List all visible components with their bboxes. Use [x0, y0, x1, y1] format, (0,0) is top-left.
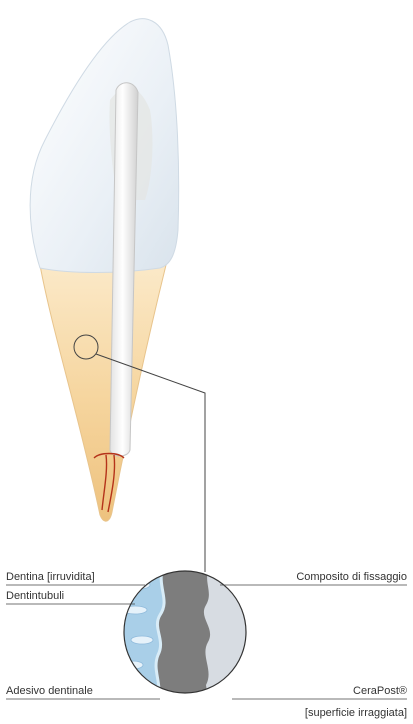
zoom-detail: [120, 568, 255, 700]
label-dentintubuli: Dentintubuli: [6, 590, 64, 603]
label-dentina: Dentina [irruvidita]: [6, 571, 95, 584]
tooth-crown: [30, 19, 179, 273]
label-composito: Composito di fissaggio: [296, 571, 407, 584]
label-superficie: [superficie irraggiata]: [305, 707, 407, 720]
label-cerapost: CeraPost®: [353, 685, 407, 698]
tooth-root: [40, 265, 166, 521]
label-adesivo: Adesivo dentinale: [6, 685, 93, 698]
